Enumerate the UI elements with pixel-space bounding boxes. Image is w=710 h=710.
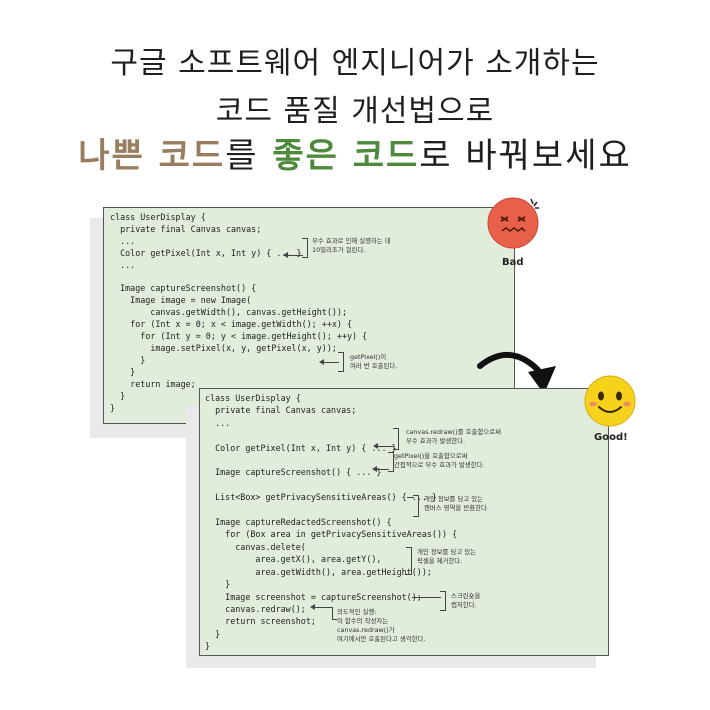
bad-note-1-bracket bbox=[302, 238, 308, 258]
bad-note-1-arrowhead bbox=[283, 252, 288, 258]
good-code-panel bbox=[199, 388, 609, 656]
good-note-3: 개인 정보를 담고 있는 캔버스 영역을 반환한다. bbox=[424, 495, 489, 512]
transition-arrow-icon bbox=[477, 351, 556, 394]
good-code-block: class UserDisplay { private final Canvas… bbox=[205, 393, 458, 652]
bad-code-block: class UserDisplay { private final Canvas… bbox=[110, 212, 368, 413]
heading-particle-2: 로 바꿔보세요 bbox=[419, 136, 632, 176]
good-note-6-arrow bbox=[314, 607, 333, 608]
good-note-5-bracket bbox=[440, 591, 446, 611]
good-note-3-bracket bbox=[413, 495, 419, 517]
bad-note-2-arrow bbox=[323, 362, 339, 363]
good-note-2-arrowhead bbox=[372, 466, 377, 472]
good-note-2-arrow bbox=[376, 469, 389, 470]
smiley-face-icon bbox=[584, 375, 636, 427]
bad-code-text: 나쁜 코드 bbox=[78, 136, 226, 176]
bad-note-1: 부수 효과로 인해 실행하는 데 10밀리초가 걸린다. bbox=[312, 237, 391, 254]
good-note-6-arrowhead bbox=[310, 604, 315, 610]
good-badge: Good! bbox=[594, 432, 628, 443]
bad-code-panel bbox=[103, 207, 515, 424]
bad-note-2: getPixel()이 여러 번 호출된다. bbox=[350, 353, 398, 370]
good-note-1-bracket bbox=[393, 428, 399, 450]
good-note-1-arrow bbox=[377, 446, 394, 447]
heading-line-1: 구글 소프트웨어 엔지니어가 소개하는 bbox=[110, 46, 600, 81]
good-note-3-arrow bbox=[407, 497, 414, 498]
good-note-6-bracket bbox=[332, 607, 337, 620]
good-note-5: 스크린숏을 캡처한다. bbox=[451, 592, 481, 609]
good-note-2-bracket bbox=[388, 452, 394, 472]
heading-line-3: 나쁜 코드를 좋은 코드로 바꿔보세요 bbox=[0, 128, 710, 177]
good-note-2: getPixel()을 호출함으로써 간접적으로 부수 효과가 발생한다. bbox=[394, 452, 485, 469]
good-note-1: canvas.redraw()를 호출함으로써 부수 효과가 발생한다. bbox=[406, 428, 501, 445]
good-note-6: 의도적인 실행: 이 함수의 작성자는 canvas.redraw()가 여기에… bbox=[337, 608, 426, 643]
heading-particle-1: 를 bbox=[225, 136, 259, 176]
bad-note-2-arrowhead bbox=[319, 359, 324, 365]
angry-face-icon bbox=[487, 197, 539, 249]
good-code-text: 좋은 코드 bbox=[272, 136, 420, 176]
good-note-4-bracket bbox=[406, 547, 412, 575]
good-note-4: 개인 정보를 담고 있는 픽셀을 제거한다. bbox=[417, 548, 477, 565]
heading-line-2: 코드 품질 개선법으로 bbox=[215, 94, 495, 129]
bad-note-2-bracket bbox=[338, 352, 344, 372]
good-note-1-arrowhead bbox=[373, 443, 378, 449]
good-note-5-arrow bbox=[412, 597, 441, 598]
bad-note-1-arrow bbox=[287, 255, 303, 256]
bad-badge: Bad bbox=[502, 257, 524, 268]
